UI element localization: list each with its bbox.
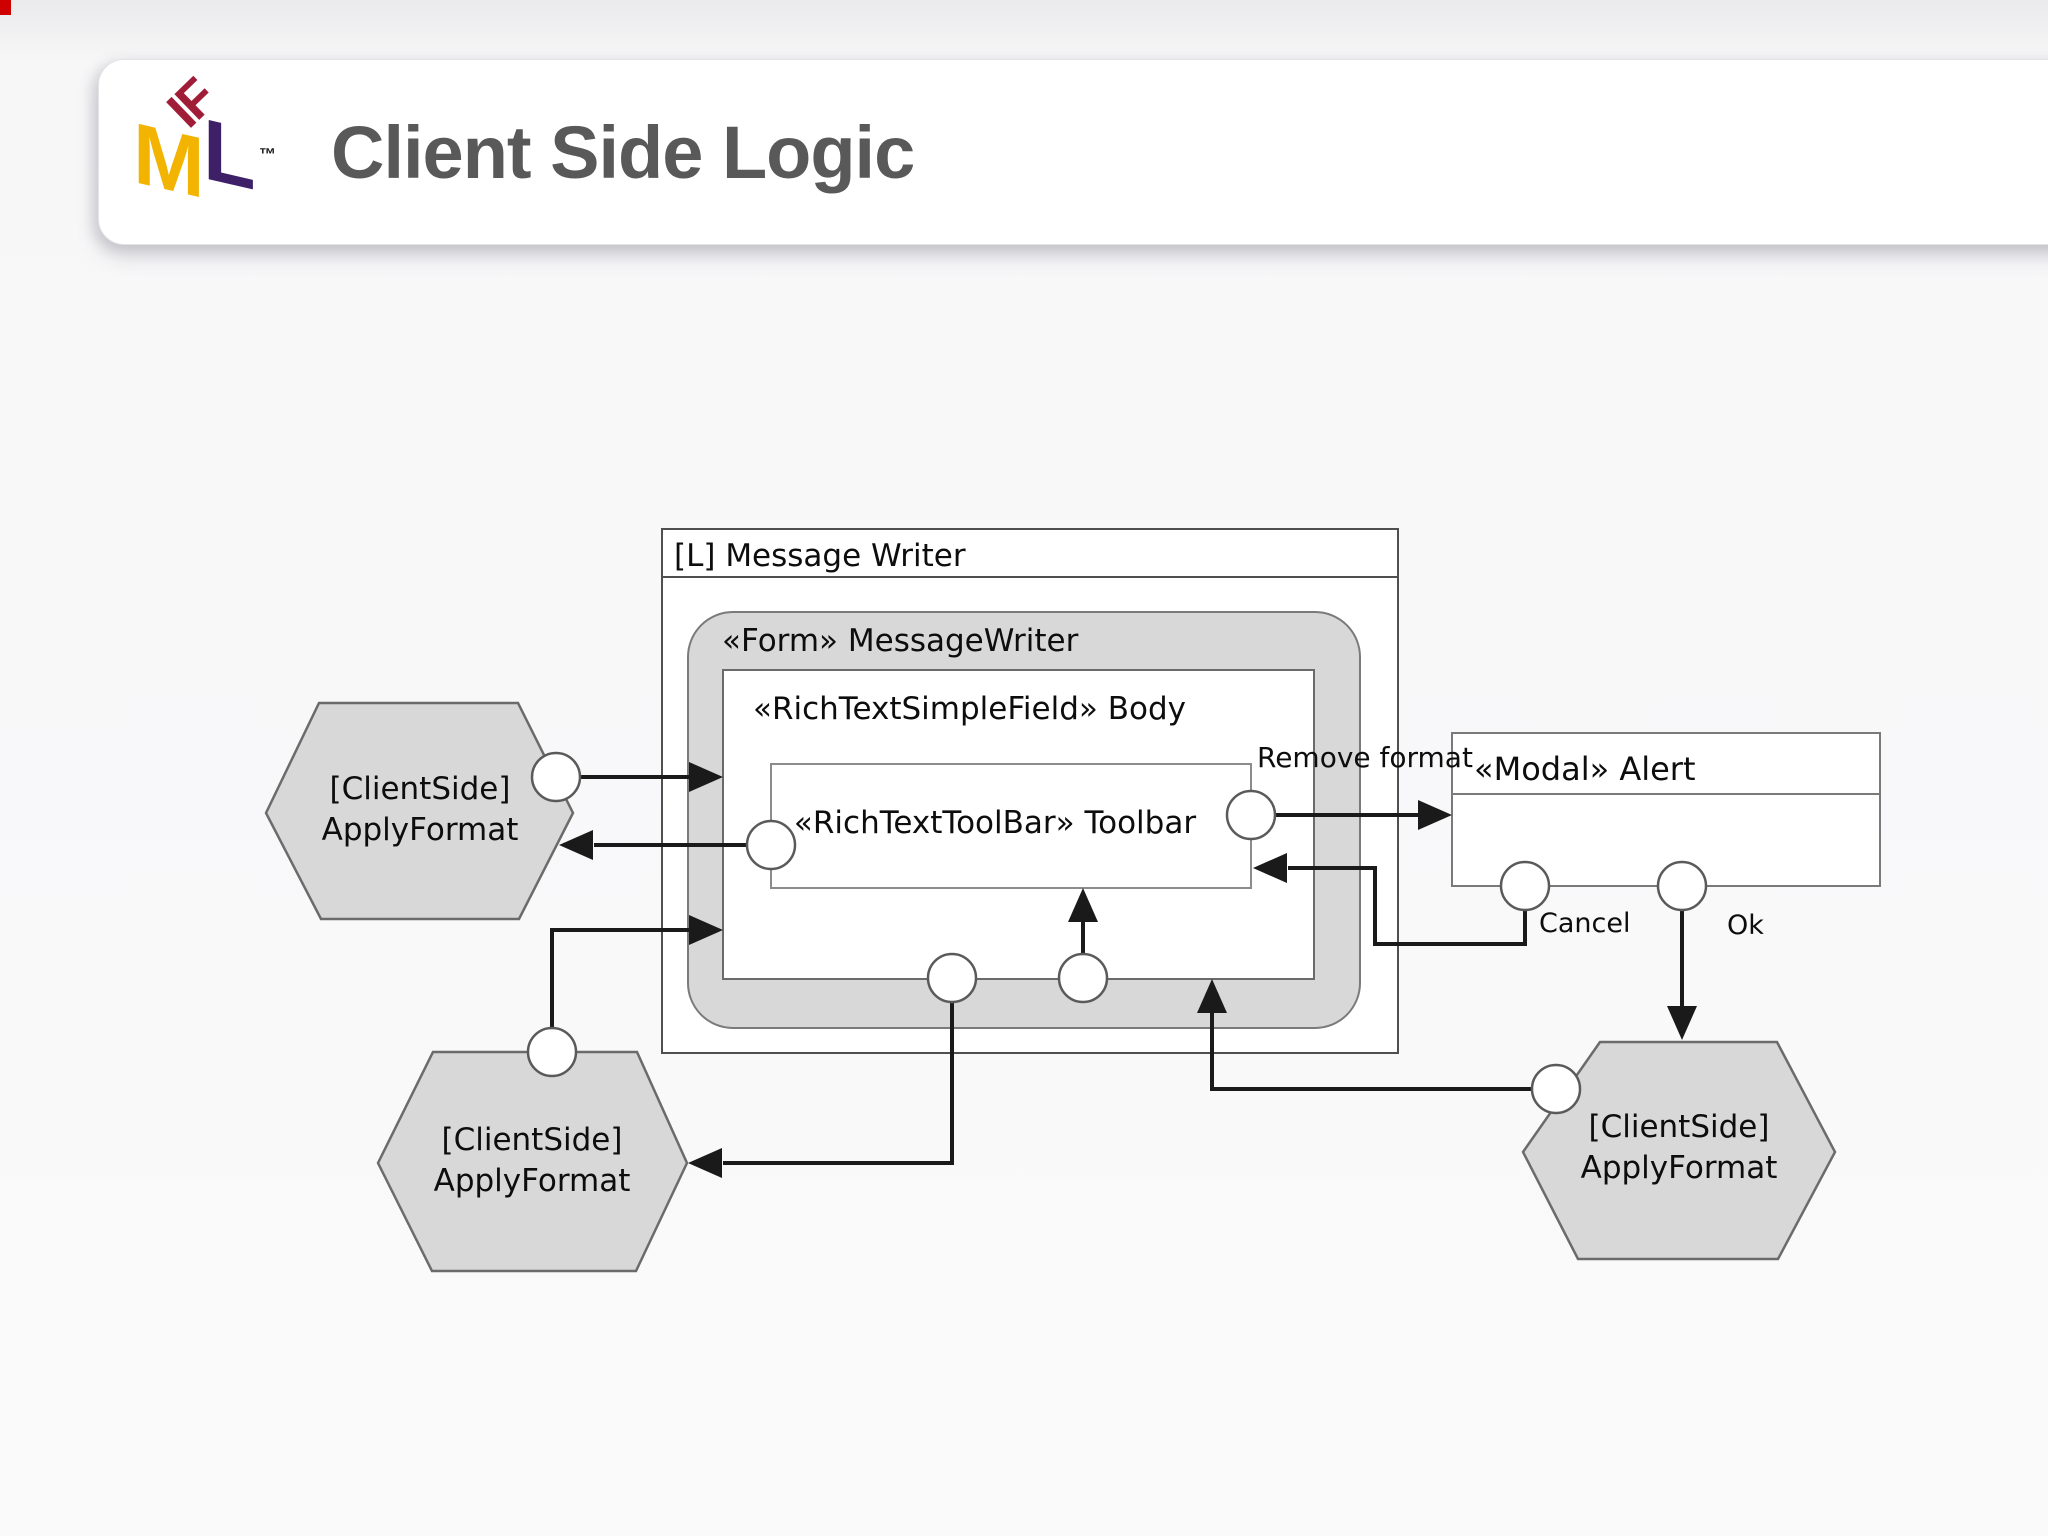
port-hexleft-out [530,751,582,803]
arrowhead-left [1253,853,1287,883]
rich-text-toolbar: «RichTextToolBar» Toolbar [770,763,1252,889]
hexagon-clientside-applyformat-bottom-right: [ClientSide] ApplyFormat [1521,1040,1837,1261]
arrowhead-up [1068,888,1098,922]
arrowhead-left [559,830,593,860]
port-modal-cancel [1499,860,1551,912]
arrowhead-right [1418,800,1452,830]
hexagon-label-line2: ApplyFormat [322,812,519,848]
edge-bodyport-to-hexbl [688,1002,954,1178]
arrowhead-right [689,762,723,792]
modal-header-label: «Modal» Alert [1474,750,1696,788]
modal-cancel-label: Cancel [1539,908,1630,939]
hexagon-label-line1: [ClientSide] [442,1122,623,1158]
hexagon-clientside-applyformat-bottom-left: [ClientSide] ApplyFormat [376,1050,689,1273]
rich-text-field-label: «RichTextSimpleField» Body [753,691,1186,727]
logo-trademark: ™ [259,145,276,164]
hexagon-label-line2: ApplyFormat [434,1163,631,1199]
edge-modal-cancel-to-toolbar [1253,853,1527,946]
edge-hexbl-to-body [550,915,723,1028]
hexagon-label-line1: [ClientSide] [1589,1109,1770,1145]
hexagon-label-line2: ApplyFormat [1581,1150,1778,1186]
arrowhead-down [1667,1006,1697,1040]
edge-applyformat-to-body [580,762,723,792]
edge-toolbar-to-modal: Remove format [1257,741,1473,830]
hexagon-label-line1: [ClientSide] [330,771,511,807]
modal-alert: «Modal» Alert [1451,732,1881,887]
edge-bodyport-to-toolbar [1068,888,1098,954]
port-toolbar-left [745,819,797,871]
arrowhead-left [688,1148,722,1178]
port-body-bottom-1 [926,952,978,1004]
port-toolbar-right [1225,789,1277,841]
port-body-bottom-2 [1057,952,1109,1004]
page-title: Client Side Logic [331,110,915,194]
edge-label-remove-format: Remove format [1257,741,1473,774]
toolbar-label: «RichTextToolBar» Toolbar [794,805,1196,841]
ifml-logo: IF M L ™ [131,69,315,232]
container-header-label: [L] Message Writer [674,538,966,574]
form-label: «Form» MessageWriter [722,623,1079,659]
edge-modal-ok-to-hexbr [1667,910,1697,1040]
recording-corner-marker [0,0,11,15]
arrowhead-right [689,915,723,945]
port-hexbr-left [1530,1063,1582,1115]
port-modal-ok [1656,860,1708,912]
header-card: IF M L ™ Client Side Logic [98,59,2048,245]
modal-ok-label: Ok [1727,910,1764,941]
port-hexbl-top [526,1026,578,1078]
edge-toolbar-to-applyformat [559,830,747,860]
edge-hexbr-to-body-bottom [1197,979,1532,1091]
hexagon-clientside-applyformat-left: [ClientSide] ApplyFormat [264,701,575,921]
arrowhead-up [1197,979,1227,1013]
